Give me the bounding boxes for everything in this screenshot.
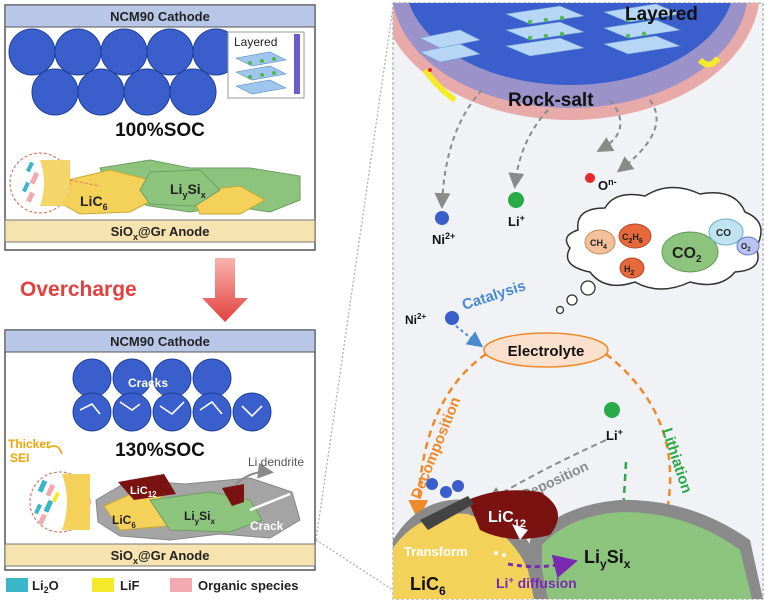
ch4-label: CH4 (590, 238, 607, 251)
top-sei-zoom (9, 152, 101, 214)
bottom-anode-label: SiOx@Gr Anode (111, 548, 210, 566)
ni-ion-top (435, 211, 449, 225)
lic12-label: LiC12 (488, 509, 526, 530)
legend-lif-label: LiF (120, 578, 140, 593)
bottom-liysix-label: LiySix (184, 509, 215, 526)
li-ion-label: Li+ (508, 213, 525, 229)
layered-inset-label: Layered (234, 35, 277, 49)
bottom-lic12-label: LiC12 (130, 485, 157, 499)
gas-cloud: CH4 C2H6 H2 CO2 CO O2 (555, 186, 762, 315)
cracks-label: Cracks (128, 376, 168, 390)
crack-label: Crack (250, 519, 284, 533)
anode-closeup (393, 478, 763, 599)
legend-li2o-swatch (6, 578, 28, 592)
ni2-label: Ni2+ (405, 312, 426, 327)
rocksalt-label: Rock-salt (508, 90, 594, 111)
co2-label: CO2 (672, 245, 702, 265)
h2-label: H2 (624, 264, 635, 277)
right-panel: Layered Rock-salt Ni2+ Li+ On- (392, 2, 764, 600)
li-ion-top (508, 192, 524, 208)
o-ion-top (585, 173, 595, 183)
layered-label: Layered (625, 4, 698, 25)
electrolyte-label: Electrolyte (508, 343, 585, 360)
legend-lif-swatch (92, 578, 114, 592)
crack-lines (79, 387, 263, 418)
sei-label: SEI (10, 451, 29, 465)
diffusion-label: Li+ diffusion (496, 575, 577, 591)
top-anode-label: SiOx@Gr Anode (111, 224, 210, 242)
bottom-anode-particles: LiC12 LiC6 LiySix Crack Li dendrite (95, 455, 304, 541)
top-cathode-particles (8, 28, 240, 116)
overcharge-label: Overcharge (20, 278, 137, 301)
top-panel: NCM90 Cathode Layered 100%SOC LiC6 LiySi… (4, 4, 316, 251)
top-lic6-label: LiC6 (80, 193, 108, 212)
ni-ion-label: Ni2+ (432, 231, 455, 247)
ni-ion-catalysis (445, 311, 459, 325)
bottom-lic6-label: LiC6 (112, 513, 136, 530)
zoom-guides (315, 6, 394, 591)
bottom-cathode-particles (72, 358, 272, 432)
bottom-panel: NCM90 Cathode Cracks 130%SOC Thicker SEI (4, 329, 316, 571)
process-arrows (408, 352, 678, 535)
li2-label: Li+ (606, 427, 623, 443)
layered-inset-bar (294, 34, 300, 94)
layered-inset: Layered (227, 31, 305, 99)
overcharge-arrow: Overcharge (20, 258, 248, 322)
o2-label: O2 (741, 242, 751, 253)
electrolyte-bubble (483, 332, 609, 368)
lic6-label: LiC6 (410, 574, 446, 598)
release-arrows (434, 89, 658, 209)
lic12-particle (468, 490, 558, 539)
top-anode-particles: LiC6 LiySix (54, 159, 301, 215)
bottom-soc-label: 130%SOC (115, 440, 205, 461)
crystal-slabs (419, 3, 682, 72)
top-anode-bar (4, 219, 316, 243)
transform-label: Transform (404, 544, 468, 559)
li-ion-lower (604, 402, 620, 418)
bottom-cathode-label: NCM90 Cathode (110, 334, 210, 349)
legend-organic-label: Organic species (198, 578, 298, 593)
top-cathode-bar (4, 4, 316, 28)
legend: Li2O LiF Organic species (6, 578, 298, 595)
liysix-label: LiySix (584, 547, 631, 571)
o-ion-label: On- (598, 177, 617, 193)
c2h6-label: C2H6 (622, 232, 643, 245)
top-cathode-label: NCM90 Cathode (110, 9, 210, 24)
diffusion-arrow (507, 554, 578, 579)
legend-li2o-label: Li2O (32, 578, 59, 595)
top-liysix-label: LiySix (170, 181, 206, 200)
legend-organic-swatch (170, 578, 192, 592)
bottom-cathode-bar (4, 329, 316, 353)
bottom-anode-bar (4, 543, 316, 567)
li-dendrite-label: Li dendrite (248, 455, 304, 469)
top-soc-label: 100%SOC (115, 120, 205, 141)
bottom-sei-zoom (29, 471, 91, 533)
co-label: CO (716, 228, 731, 239)
thicker-label: Thicker (8, 437, 51, 451)
